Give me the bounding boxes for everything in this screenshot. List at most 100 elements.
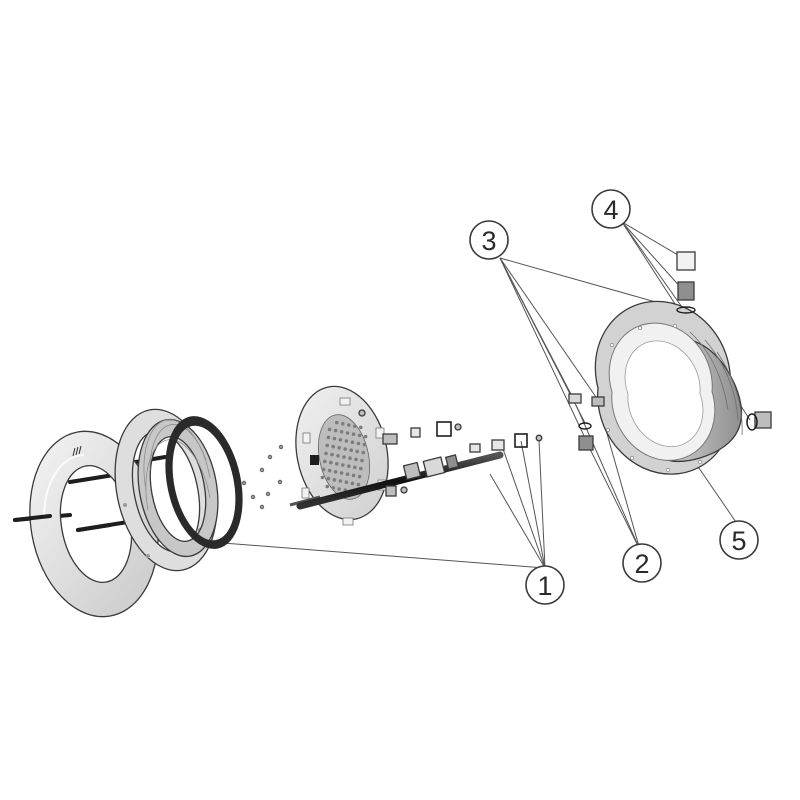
led-dot xyxy=(351,432,356,437)
led-dot xyxy=(357,474,362,479)
led-dot xyxy=(335,420,339,425)
led-dot xyxy=(325,484,330,489)
led-array xyxy=(320,420,368,494)
callout-2-circle xyxy=(622,543,662,583)
led-dot xyxy=(332,436,337,441)
led-dot xyxy=(326,476,331,481)
fitting-nut xyxy=(677,281,695,301)
led-dot xyxy=(327,427,332,432)
led-dot xyxy=(355,449,360,454)
led-dot xyxy=(360,458,364,463)
led-dot xyxy=(347,423,351,427)
led-dot xyxy=(362,442,367,447)
leader-1-trim-ring xyxy=(209,541,546,569)
led-dot xyxy=(350,440,355,445)
led-dot xyxy=(332,478,337,482)
callout-5-label: 5 xyxy=(731,526,746,556)
led-dot xyxy=(354,457,358,462)
led-dot xyxy=(338,479,343,483)
led-dot xyxy=(361,450,366,455)
led-dot xyxy=(344,480,349,485)
led-dot xyxy=(353,465,357,470)
leader-4-oring xyxy=(621,221,685,311)
leader-1-seal xyxy=(520,440,546,569)
led-dot xyxy=(341,422,345,426)
callout-4: 4 xyxy=(591,189,631,229)
cable-gland-parts xyxy=(402,454,460,481)
cable-glands xyxy=(568,393,605,451)
led-dot xyxy=(324,451,328,456)
callout-4-circle xyxy=(591,189,631,229)
callout-3: 3 xyxy=(469,220,509,260)
small-screws xyxy=(241,444,284,510)
led-dot xyxy=(343,447,348,451)
led-dot xyxy=(321,467,326,472)
connector-block xyxy=(310,455,319,465)
led-dot xyxy=(333,470,338,474)
led-dot xyxy=(339,471,344,475)
led-dot xyxy=(323,459,327,464)
led-dot xyxy=(333,428,338,433)
trim-ring-logo-mark xyxy=(72,445,82,457)
led-dot xyxy=(342,455,346,459)
led-dot xyxy=(320,475,325,480)
gasket-ring xyxy=(165,416,243,549)
leader-3-c xyxy=(499,257,599,401)
led-dot xyxy=(329,460,333,465)
led-dot xyxy=(345,431,350,435)
callout-3-label: 3 xyxy=(481,226,496,256)
side-conduit-fitting xyxy=(746,411,772,431)
niche-housing xyxy=(594,300,772,475)
trim-ring-assembly xyxy=(13,408,243,618)
housing-ribs xyxy=(689,331,743,436)
led-dot xyxy=(356,482,361,487)
callout-1-circle xyxy=(525,565,565,605)
led-dot xyxy=(344,439,349,443)
callout-3-circle xyxy=(469,220,509,260)
callout-2: 2 xyxy=(622,543,662,583)
led-dot xyxy=(327,468,332,473)
led-dot xyxy=(363,434,368,439)
callout-2-label: 2 xyxy=(634,549,649,579)
led-dot xyxy=(336,454,340,458)
led-dot xyxy=(347,464,351,469)
led-dot xyxy=(330,452,334,457)
top-fitting-stack xyxy=(676,251,696,314)
led-dot xyxy=(357,433,362,438)
callout-1: 1 xyxy=(525,565,565,605)
cable-small-parts xyxy=(358,409,543,497)
led-dot xyxy=(350,481,355,486)
leader-1-nut xyxy=(501,445,546,569)
callout-5-circle xyxy=(719,520,759,560)
leader-2-gland-b xyxy=(587,444,641,551)
led-dot xyxy=(337,487,342,491)
led-dot xyxy=(349,448,354,453)
led-dot xyxy=(348,456,352,461)
leader-1-screw xyxy=(538,439,546,569)
power-cable xyxy=(296,409,543,510)
led-dot xyxy=(353,424,357,429)
led-dot xyxy=(325,443,330,448)
callout-5: 5 xyxy=(719,520,759,560)
callout-4-label: 4 xyxy=(603,195,618,225)
leader-4-cap xyxy=(621,221,684,259)
led-dot xyxy=(337,446,342,450)
led-dot xyxy=(331,486,336,490)
led-dot xyxy=(359,466,363,471)
led-dot xyxy=(356,441,361,446)
fitting-o-ring xyxy=(676,306,696,314)
led-dot xyxy=(326,435,331,440)
leader-3-d xyxy=(499,257,587,441)
led-dot xyxy=(341,463,345,467)
leader-1-cable xyxy=(489,473,546,569)
led-dot xyxy=(335,462,339,466)
leader-4-fitting xyxy=(621,221,684,291)
led-dot xyxy=(351,473,356,478)
callout-1-label: 1 xyxy=(537,571,552,601)
led-dot xyxy=(331,444,336,449)
led-dot xyxy=(338,438,343,442)
fitting-cap xyxy=(676,251,696,271)
housing-flange-holes xyxy=(606,324,702,472)
